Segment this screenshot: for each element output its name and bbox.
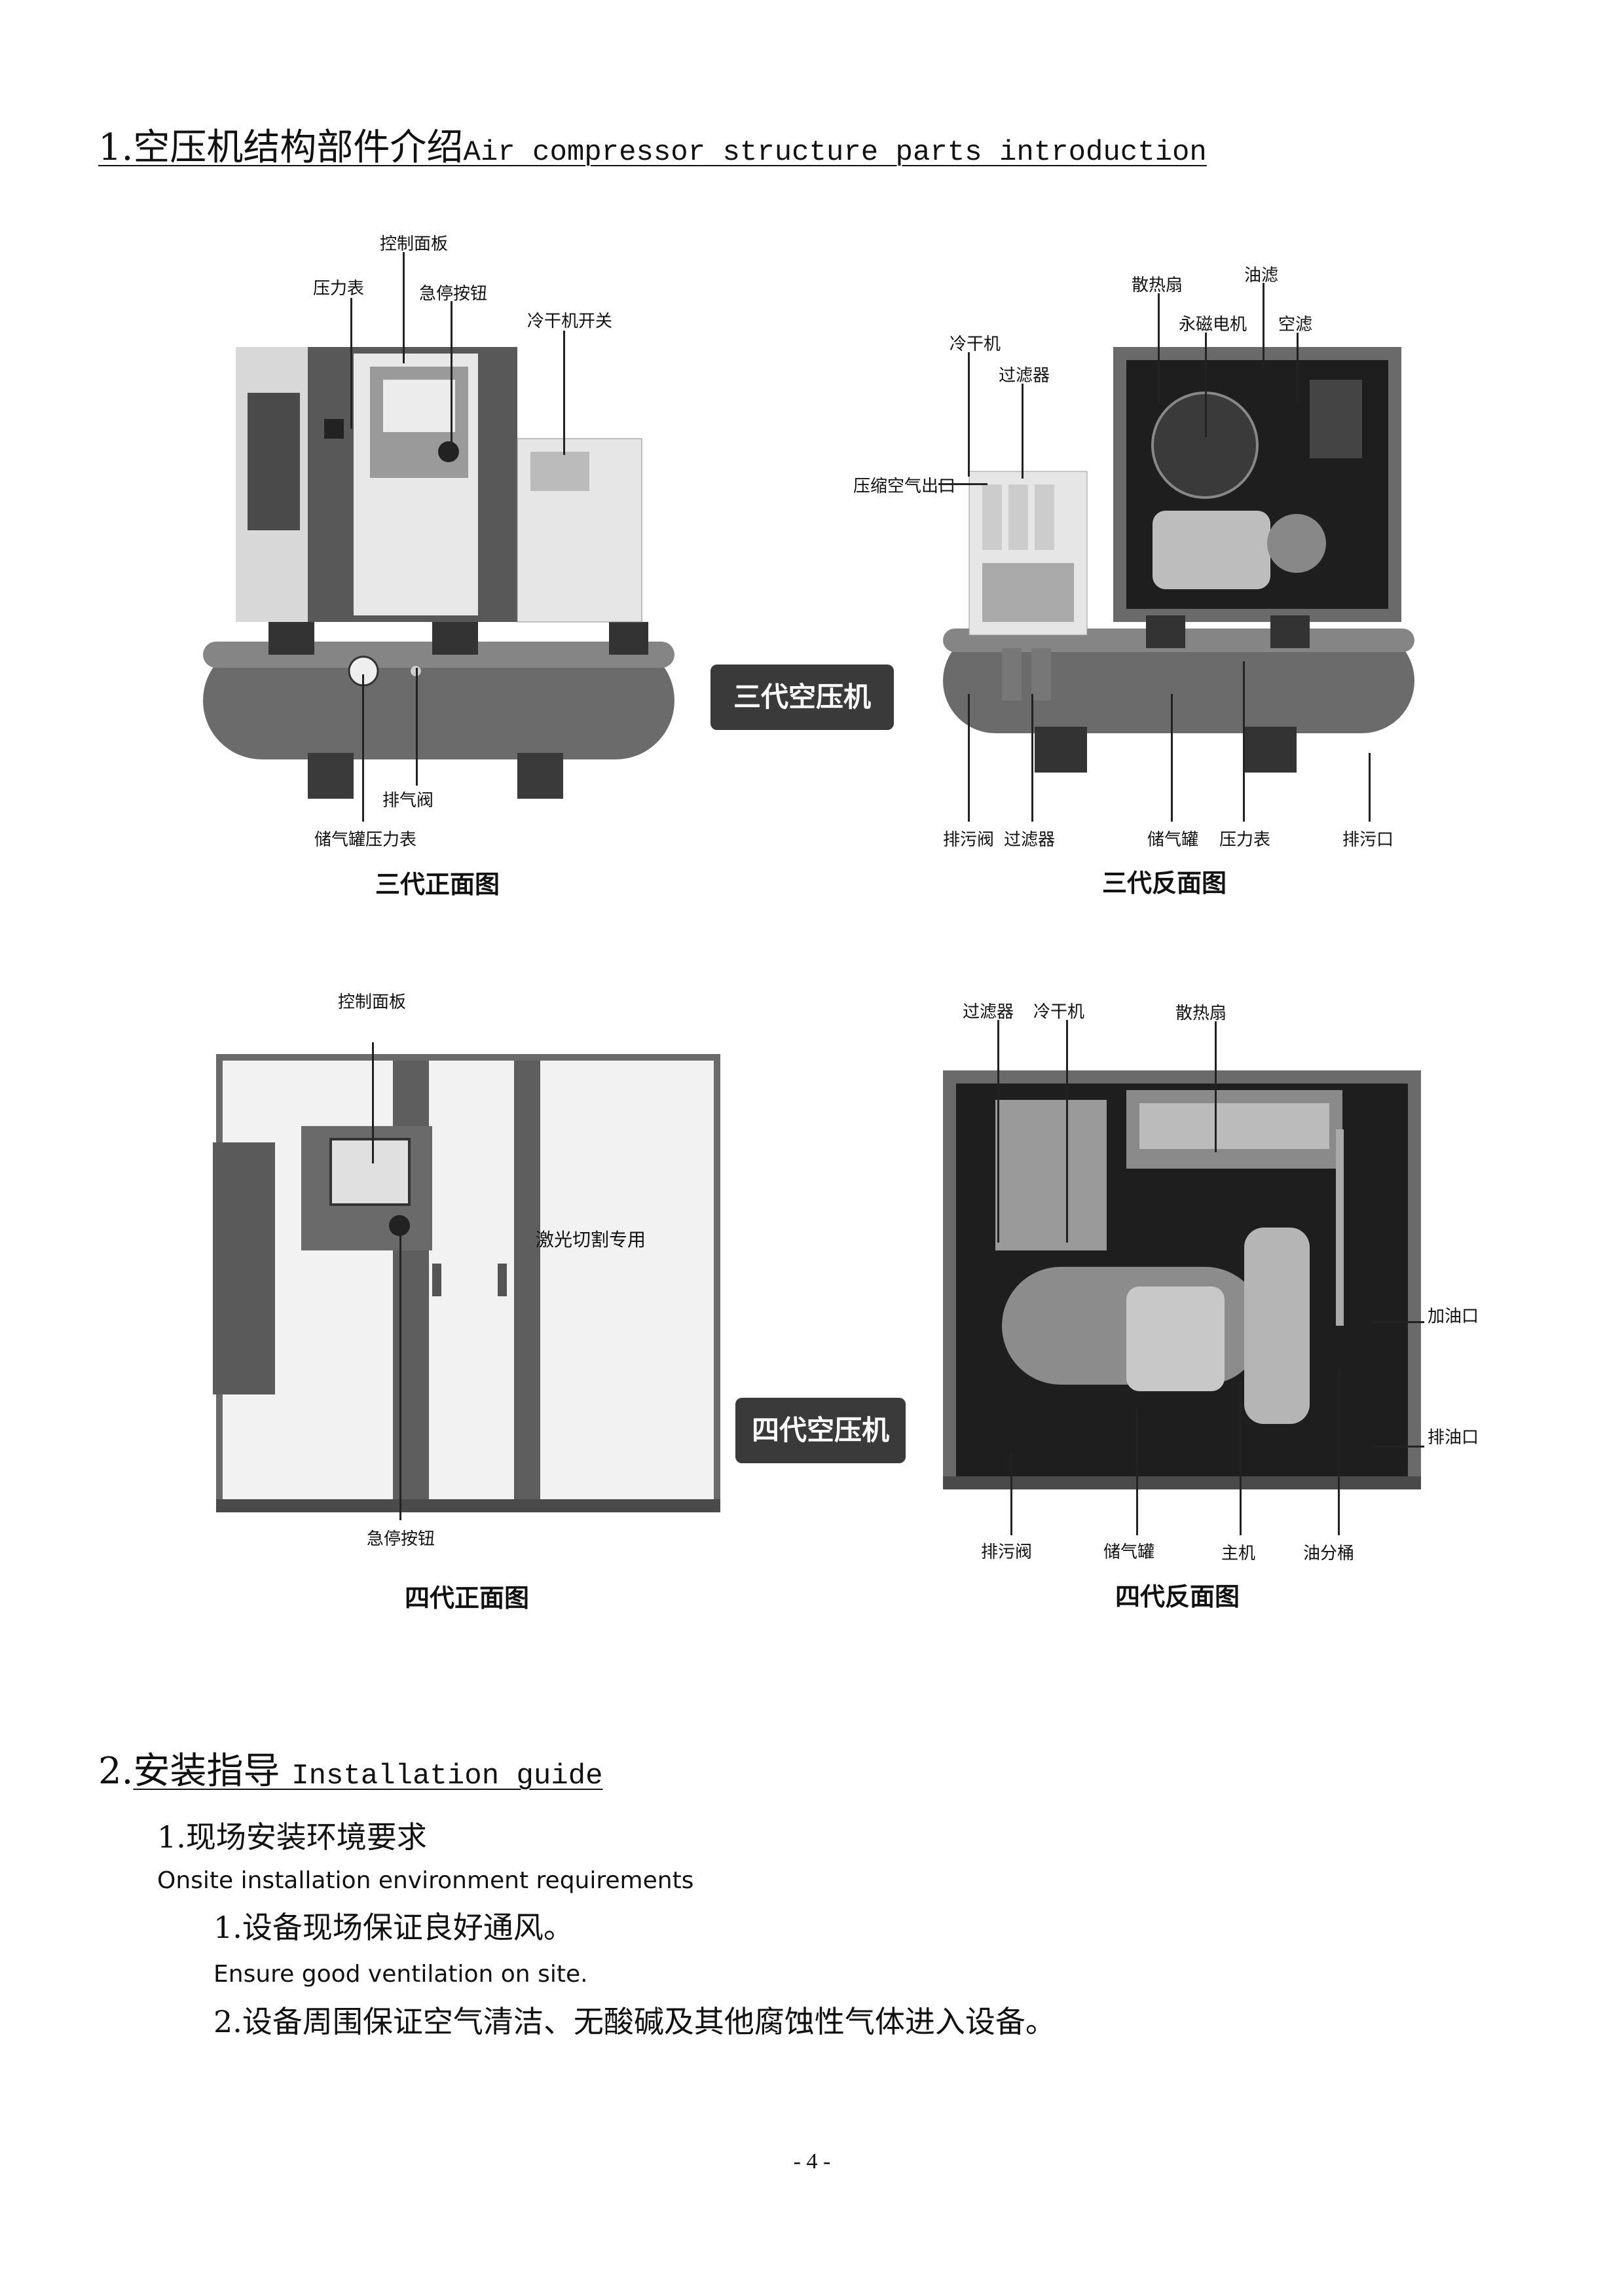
item1-en: Ensure good ventilation on site. <box>213 1961 588 1988</box>
leader-line <box>451 301 452 448</box>
leader-line <box>1263 283 1264 368</box>
brand-panel <box>213 1142 275 1394</box>
label-emergency-stop: 急停按钮 <box>367 1529 435 1549</box>
label-tank: 储气罐 <box>1103 1542 1155 1562</box>
leader-line <box>1205 333 1207 437</box>
leader-line <box>968 352 970 477</box>
label-dryer: 冷干机 <box>1033 1002 1085 1022</box>
label-laser-dedicated: 激光切割专用 <box>536 1229 646 1250</box>
label-filter-bottom: 过滤器 <box>1004 830 1056 850</box>
label-drain-valve: 排污阀 <box>943 830 995 850</box>
leader-line <box>1171 694 1173 822</box>
leader-line <box>1215 1021 1217 1152</box>
leader-line <box>1338 1368 1340 1535</box>
subheading-zh: 1.现场安装环境要求 <box>157 1819 427 1855</box>
gen4-back-illustration <box>943 1070 1421 1489</box>
label-fan: 散热扇 <box>1175 1004 1227 1023</box>
label-air-filter: 空滤 <box>1278 315 1313 335</box>
leader-line <box>1022 384 1024 479</box>
leader-line <box>1031 694 1033 822</box>
caption-gen3-front: 三代正面图 <box>375 870 500 899</box>
leader-line <box>362 674 364 822</box>
leader-line <box>1158 293 1160 405</box>
badge-gen3: 三代空压机 <box>710 665 894 730</box>
leader-line <box>1066 1020 1068 1243</box>
gen3-front-illustration <box>203 347 674 799</box>
leader-line <box>403 252 405 363</box>
caption-gen4-back: 四代反面图 <box>1115 1582 1240 1611</box>
item2-zh: 2.设备周围保证空气清洁、无酸碱及其他腐蚀性气体进入设备。 <box>213 2004 1056 2039</box>
item1-zh: 1.设备现场保证良好通风。 <box>213 1910 574 1945</box>
subheading-en: Onsite installation environment requirem… <box>157 1867 694 1894</box>
label-control-panel: 控制面板 <box>338 993 407 1012</box>
leader-line <box>350 298 352 429</box>
label-pressure-gauge: 压力表 <box>313 279 365 299</box>
gen4-front-illustration <box>216 1054 720 1512</box>
label-air-outlet: 压缩空气出口 <box>853 477 956 496</box>
leader-line <box>938 483 987 485</box>
label-pm-motor: 永磁电机 <box>1179 315 1247 335</box>
label-gauge: 压力表 <box>1219 830 1271 850</box>
section2-title: 2.安装指导 Installation guide <box>98 1750 603 1793</box>
leader-line <box>372 1042 374 1163</box>
label-emergency-stop: 急停按钮 <box>419 284 488 304</box>
gen3-back-illustration <box>943 347 1414 773</box>
label-drain-port: 排污口 <box>1342 830 1394 850</box>
leader-line <box>563 331 565 455</box>
label-filter: 过滤器 <box>963 1002 1014 1022</box>
label-oil-fill: 加油口 <box>1428 1307 1479 1326</box>
label-tank: 储气罐 <box>1147 830 1199 850</box>
badge-gen4: 四代空压机 <box>735 1398 906 1463</box>
leader-line <box>1369 753 1371 822</box>
label-dryer-switch: 冷干机开关 <box>527 312 613 331</box>
label-control-panel: 控制面板 <box>380 234 449 254</box>
leader-line <box>416 668 418 786</box>
caption-gen3-back: 三代反面图 <box>1102 869 1227 898</box>
label-oil-filter: 油滤 <box>1244 266 1279 285</box>
label-dryer: 冷干机 <box>950 335 1001 354</box>
leader-line <box>1297 333 1299 405</box>
leader-line <box>968 694 970 822</box>
leader-line <box>1010 1453 1012 1535</box>
caption-gen4-front: 四代正面图 <box>405 1584 530 1613</box>
leader-line <box>1240 1381 1242 1535</box>
label-exhaust-valve: 排气阀 <box>382 791 434 811</box>
label-filter-top: 过滤器 <box>999 366 1050 386</box>
leader-line <box>399 1226 401 1520</box>
page-number: - 4 - <box>793 2149 831 2174</box>
leader-line <box>1372 1446 1424 1448</box>
label-main-unit: 主机 <box>1221 1544 1256 1563</box>
leader-line <box>1243 661 1245 822</box>
label-fan: 散热扇 <box>1132 276 1183 295</box>
label-oil-drain: 排油口 <box>1428 1428 1479 1448</box>
section1-title: 1.空压机结构部件介绍Air compressor structure part… <box>98 126 1207 169</box>
label-separator: 油分桶 <box>1303 1544 1355 1563</box>
label-drain-valve: 排污阀 <box>981 1542 1033 1562</box>
leader-line <box>997 1020 999 1243</box>
leader-line <box>1372 1321 1424 1323</box>
leader-line <box>1136 1408 1138 1535</box>
label-tank-gauge: 储气罐压力表 <box>314 830 417 850</box>
